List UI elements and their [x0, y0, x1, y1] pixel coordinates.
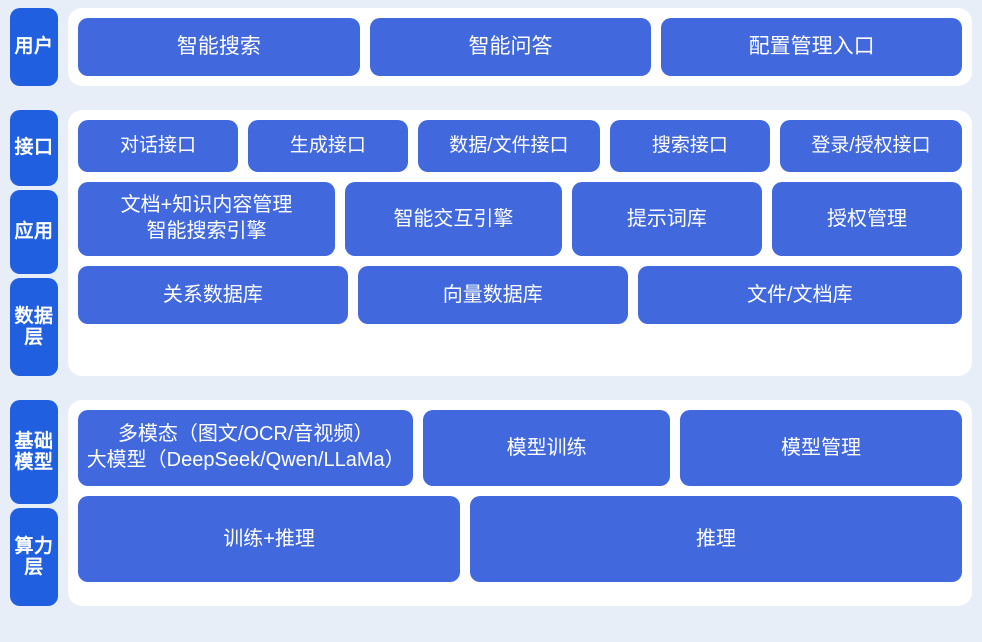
box-model-training[interactable]: 模型训练 — [423, 410, 670, 486]
box-relational-database[interactable]: 关系数据库 — [78, 266, 348, 324]
layer-label-foundation-model[interactable]: 基础模型 — [10, 400, 58, 504]
section-foundation: 基础模型 算力层 多模态（图文/OCR/音视频） 大模型（DeepSeek/Qw… — [10, 400, 972, 606]
box-smart-qa[interactable]: 智能问答 — [369, 18, 652, 76]
box-vector-database[interactable]: 向量数据库 — [357, 266, 628, 324]
label-rail-foundation: 基础模型 算力层 — [10, 400, 58, 606]
box-file-document-store[interactable]: 文件/文档库 — [637, 266, 962, 324]
box-authorization-management[interactable]: 授权管理 — [771, 182, 962, 256]
row-model: 多模态（图文/OCR/音视频） 大模型（DeepSeek/Qwen/LLaMa）… — [78, 410, 962, 486]
box-smart-interaction-engine[interactable]: 智能交互引擎 — [345, 182, 562, 256]
section-user: 用户 智能搜索 智能问答 配置管理入口 — [10, 8, 972, 86]
layer-label-data[interactable]: 数据层 — [10, 278, 58, 376]
box-config-management-entry[interactable]: 配置管理入口 — [661, 18, 962, 76]
box-inference[interactable]: 推理 — [470, 496, 962, 582]
box-dialog-api[interactable]: 对话接口 — [78, 120, 238, 172]
layer-label-interface[interactable]: 接口 — [10, 110, 58, 186]
row-interface: 对话接口 生成接口 数据/文件接口 搜索接口 登录/授权接口 — [78, 120, 962, 172]
row-data: 关系数据库 向量数据库 文件/文档库 — [78, 266, 962, 324]
row-user: 智能搜索 智能问答 配置管理入口 — [78, 18, 962, 76]
row-compute: 训练+推理 推理 — [78, 496, 962, 582]
box-generation-api[interactable]: 生成接口 — [247, 120, 408, 172]
label-rail-platform: 接口 应用 数据层 — [10, 110, 58, 376]
box-training-and-inference[interactable]: 训练+推理 — [78, 496, 461, 582]
panel-foundation: 多模态（图文/OCR/音视频） 大模型（DeepSeek/Qwen/LLaMa）… — [68, 400, 972, 606]
box-doc-knowledge-management[interactable]: 文档+知识内容管理 智能搜索引擎 — [78, 182, 336, 256]
box-multimodal-large-model[interactable]: 多模态（图文/OCR/音视频） 大模型（DeepSeek/Qwen/LLaMa） — [78, 410, 414, 486]
layer-label-application[interactable]: 应用 — [10, 190, 58, 274]
box-model-management[interactable]: 模型管理 — [679, 410, 962, 486]
label-rail-user: 用户 — [10, 8, 58, 86]
box-data-file-api[interactable]: 数据/文件接口 — [417, 120, 600, 172]
box-smart-search[interactable]: 智能搜索 — [78, 18, 360, 76]
panel-user: 智能搜索 智能问答 配置管理入口 — [68, 8, 972, 86]
box-prompt-library[interactable]: 提示词库 — [571, 182, 762, 256]
box-login-auth-api[interactable]: 登录/授权接口 — [779, 120, 962, 172]
row-application: 文档+知识内容管理 智能搜索引擎 智能交互引擎 提示词库 授权管理 — [78, 182, 962, 256]
layer-label-user[interactable]: 用户 — [10, 8, 58, 86]
box-search-api[interactable]: 搜索接口 — [609, 120, 770, 172]
layer-label-compute[interactable]: 算力层 — [10, 508, 58, 606]
panel-platform: 对话接口 生成接口 数据/文件接口 搜索接口 登录/授权接口 文档+知识内容管理… — [68, 110, 972, 376]
section-platform: 接口 应用 数据层 对话接口 生成接口 数据/文件接口 搜索接口 登录/授权接口… — [10, 110, 972, 376]
